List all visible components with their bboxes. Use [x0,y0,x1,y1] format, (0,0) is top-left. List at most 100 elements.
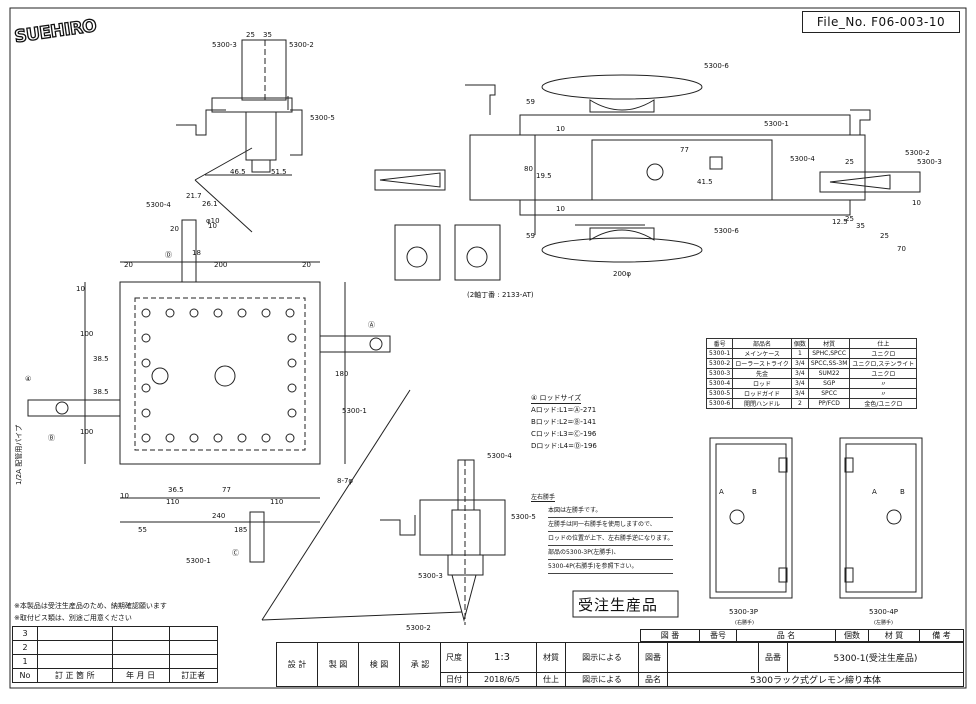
tb-finish: 図示による [565,672,639,687]
bolt-hole [141,383,151,393]
tb-scale-label: 尺度 [440,642,468,673]
custom-order-stamp: 受注生産品 [578,596,659,614]
revision-row: 1 [12,654,219,669]
tb-col-name: 品 名 [736,629,836,642]
parts-cell: ロッドガイド [732,388,792,399]
dim-plan-21-7: 21.7 [186,192,202,200]
outer-frame [9,7,967,689]
dim-plan-100a: 100 [80,330,94,338]
bolt-hole [189,433,199,443]
dim-plan-110b: 110 [270,498,284,506]
tb-col-drawing-no: 図 番 [640,629,700,642]
parts-cell: 5300-4 [705,378,734,389]
marker-b: Ⓑ [48,434,55,442]
dim-plan-26-1: 26.1 [202,200,218,208]
tb-col-remarks: 備 考 [919,629,964,642]
dim-front-10a: 10 [556,125,565,133]
hand-note-line: ロッドの位置が上下、左右勝手逆になります。 [548,532,674,546]
dim-front-35: 35 [856,222,865,230]
tb-stamp-check: 検 図 [358,642,400,687]
dim-plan-18: 18 [192,249,201,257]
rod-size-item: Aロッド:L1=Ⓐ-271 [531,406,597,414]
parts-cell: ユニクロ,ステンライト [849,358,918,369]
revision-header-cell: 訂 正 箇 所 [37,668,113,683]
door-left-letter-a: A [719,488,724,496]
dim-top-3: 46.5 [230,168,246,176]
hand-note-line: 本図は左勝手です。 [548,504,674,518]
parts-cell: 3/4 [790,358,809,369]
dim-plan-100b: 100 [80,428,94,436]
tb-name: 5300ラック式グレモン締り本体 [667,672,964,687]
parts-cell: ユニクロ [849,348,918,359]
revision-cell [37,654,113,669]
rod-detail-view [380,459,506,625]
hand-note-line: 左勝手は同一右勝手を使用しますので、 [548,518,674,532]
callout-rod-detail-rod: 5300-4 [487,452,512,460]
dim-front-77: 77 [680,146,689,154]
hand-notes-title: 左右勝手 [531,494,556,502]
dim-plan-10a: 10 [76,285,85,293]
callout-front-rod: 5300-4 [790,155,815,163]
custom-order-stamp-box [572,590,679,618]
parts-header-cell: 番号 [705,338,734,349]
bolt-hole [285,308,295,318]
parts-cell: SPHC,SPCC [807,348,851,359]
parts-cell: メインケース [732,348,792,359]
dim-plan-240: 240 [212,512,226,520]
tb-name-label: 品名 [638,672,668,687]
dim-plan-77: 77 [222,486,231,494]
marker-a: Ⓐ [368,321,375,329]
door-left-view [709,437,793,599]
revision-cell [111,640,170,655]
rod-size-item: Cロッド:L3=Ⓒ-196 [531,430,597,438]
dim-front-59a: 59 [526,98,535,106]
callout-front-tip: 5300-3 [917,158,942,166]
callout-top-1: 5300-3 [212,41,237,49]
callout-rod-detail-guide: 5300-5 [511,513,536,521]
bolt-hole [261,433,271,443]
dim-front-70: 70 [897,245,906,253]
bolt-hole [141,358,151,368]
revision-row: 3 [12,626,219,641]
dim-front-12-5: 12.5 [832,218,848,226]
revision-cell [111,654,170,669]
tb-col-number: 番号 [699,629,737,642]
dim-top-1: 25 [246,31,255,39]
callout-plan-rod: 5300-4 [146,201,171,209]
door-right-sub: (左勝手) [874,620,893,626]
bolt-hole [287,333,297,343]
title-block-parts-header: 図 番 番号 品 名 個数 材 質 備 考 [640,629,964,642]
parts-cell: 1 [790,348,809,359]
door-right-letter-a: A [872,488,877,496]
revision-row: 2 [12,640,219,655]
revision-cell [37,626,113,641]
tb-material: 図示による [565,642,639,673]
tb-drawing-no-label: 図番 [638,642,668,673]
dim-front-10c: 10 [912,199,921,207]
door-left-label: 5300-3P [729,608,759,616]
tb-scale: 1:3 [467,642,537,673]
parts-cell: 5300-1 [705,348,734,359]
tb-part-no-label: 品番 [758,642,788,673]
revision-number: 1 [12,654,38,669]
door-left-letter-b: B [752,488,757,496]
dim-plan-180: 180 [335,370,349,378]
door-right-letter-b: B [900,488,905,496]
parts-cell: 5300-5 [705,388,734,399]
bolt-hole [141,433,151,443]
callout-top-2: 5300-2 [289,41,314,49]
dim-plan-185: 185 [234,526,248,534]
bolt-hole [237,433,247,443]
parts-cell: SGP [807,378,851,389]
dim-top-4: 51.5 [271,168,287,176]
callout-front-handle-bottom: 5300-6 [714,227,739,235]
bottom-left-label: 5300-1 [186,557,211,565]
marker-d: Ⓓ [165,251,172,259]
hand-note-line: 5300-4P(右勝手)を参照下さい。 [548,560,674,574]
svg-text:SUEHIRO: SUEHIRO [13,16,97,44]
top-section-view [176,39,303,176]
parts-header-cell: 仕上 [849,338,918,349]
